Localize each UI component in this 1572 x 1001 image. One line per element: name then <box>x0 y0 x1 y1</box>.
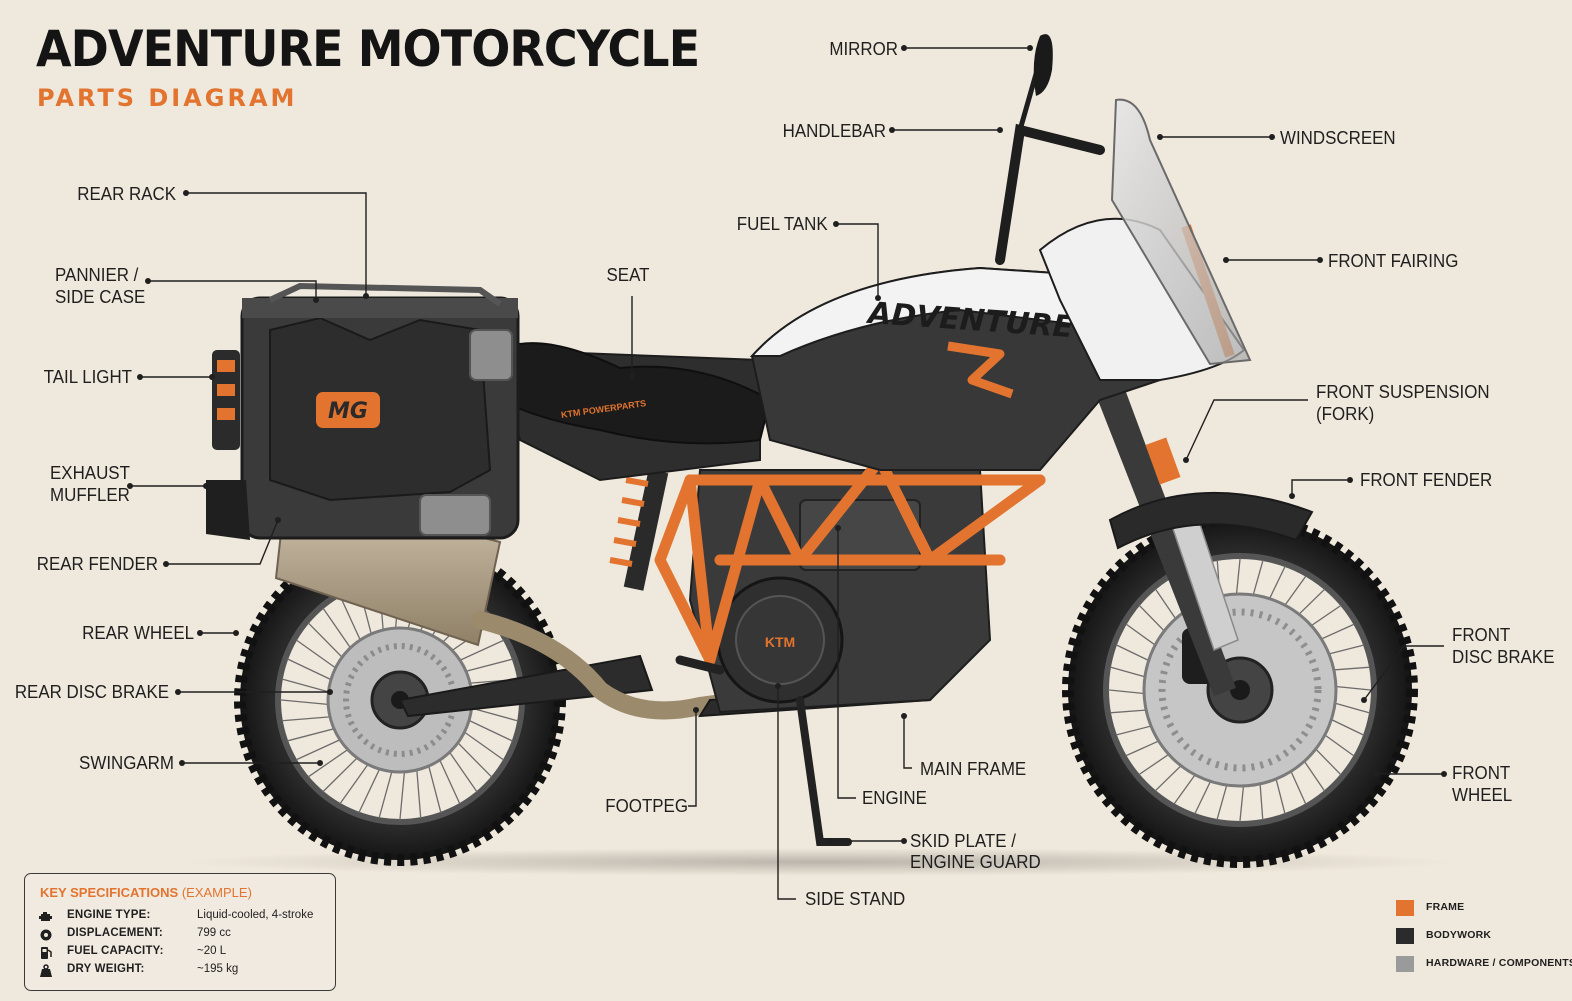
label-front-suspension-1: FRONT SUSPENSION <box>1316 382 1490 402</box>
page-title: ADVENTURE MOTORCYCLE <box>36 20 700 78</box>
pannier-case: MG <box>240 296 520 540</box>
legend-swatch <box>1396 900 1414 916</box>
legend-swatch <box>1396 928 1414 944</box>
page-subtitle: PARTS DIAGRAM <box>37 84 298 112</box>
leader-dots <box>127 45 1447 844</box>
label-front-suspension-2: (FORK) <box>1316 404 1375 424</box>
spec-key: DISPLACEMENT: <box>67 927 163 939</box>
spec-key: DRY WEIGHT: <box>67 963 145 975</box>
key-specifications-panel: KEY SPECIFICATIONS (EXAMPLE) ENGINE TYPE… <box>24 873 336 991</box>
label-front-wheel-1: FRONT <box>1452 763 1511 783</box>
fuel-pump-icon <box>41 947 52 959</box>
legend-label: FRAME <box>1426 901 1465 913</box>
tail-light <box>212 350 240 450</box>
case-badge-text: MG <box>328 399 368 424</box>
engine-icon <box>39 912 52 921</box>
front-fender <box>1108 491 1314 550</box>
side-stand <box>796 696 852 846</box>
label-exhaust-2: MUFFLER <box>50 485 130 505</box>
label-skid-plate-1: SKID PLATE / <box>910 831 1016 851</box>
label-fuel-tank: FUEL TANK <box>737 214 828 234</box>
specs-title-note: (EXAMPLE) <box>181 885 252 900</box>
rear-shock <box>609 469 669 591</box>
engine-cover-text: KTM <box>765 634 795 650</box>
label-swingarm: SWINGARM <box>79 753 174 773</box>
label-rear-disc-brake: REAR DISC BRAKE <box>14 682 169 702</box>
piston-icon <box>40 929 52 941</box>
label-front-fairing: FRONT FAIRING <box>1328 251 1459 271</box>
leader-lines <box>130 47 1444 900</box>
label-pannier-2: SIDE CASE <box>55 287 146 307</box>
fuel-tank: ADVENTURE <box>749 266 1162 471</box>
trellis-frame <box>654 454 1046 666</box>
spec-value: Liquid-cooled, 4-stroke <box>197 909 314 921</box>
spec-key: FUEL CAPACITY: <box>67 945 164 957</box>
label-front-wheel-2: WHEEL <box>1452 785 1513 805</box>
label-side-stand: SIDE STAND <box>805 889 906 909</box>
legend-label: HARDWARE / COMPONENTS <box>1426 957 1572 969</box>
label-windscreen: WINDSCREEN <box>1280 128 1396 148</box>
specs-title-text: KEY SPECIFICATIONS <box>40 885 179 900</box>
label-pannier-1: PANNIER / <box>55 265 139 285</box>
spec-key: ENGINE TYPE: <box>67 909 151 921</box>
ground-shadow <box>180 848 1460 876</box>
label-rear-fender: REAR FENDER <box>36 554 158 574</box>
front-wheel <box>1062 512 1418 868</box>
label-handlebar: HANDLEBAR <box>782 121 886 141</box>
windscreen <box>1110 98 1252 366</box>
front-fork <box>1090 376 1239 696</box>
label-rear-wheel: REAR WHEEL <box>82 623 194 643</box>
rear-fender <box>206 480 250 540</box>
rear-rack <box>268 282 502 307</box>
spec-value: ~195 kg <box>197 963 239 975</box>
label-tail-light: TAIL LIGHT <box>43 367 132 387</box>
label-exhaust-1: EXHAUST <box>50 463 130 483</box>
spec-value: ~20 L <box>197 945 227 957</box>
label-front-disc-2: DISC BRAKE <box>1452 647 1555 667</box>
label-main-frame: MAIN FRAME <box>920 759 1027 779</box>
label-front-fender: FRONT FENDER <box>1360 470 1493 490</box>
legend-swatch <box>1396 956 1414 972</box>
footpeg <box>675 655 725 675</box>
label-mirror: MIRROR <box>829 39 898 59</box>
weight-icon <box>40 964 52 977</box>
label-skid-plate-2: ENGINE GUARD <box>910 852 1041 872</box>
spec-value: 799 cc <box>197 927 231 939</box>
label-footpeg: FOOTPEG <box>605 796 688 816</box>
label-front-disc-1: FRONT <box>1452 625 1511 645</box>
specs-title: KEY SPECIFICATIONS (EXAMPLE) <box>40 885 252 900</box>
legend-label: BODYWORK <box>1426 929 1492 941</box>
label-seat: SEAT <box>606 265 650 285</box>
label-rear-rack: REAR RACK <box>77 184 176 204</box>
mirror <box>1033 34 1053 96</box>
label-engine: ENGINE <box>862 788 927 808</box>
